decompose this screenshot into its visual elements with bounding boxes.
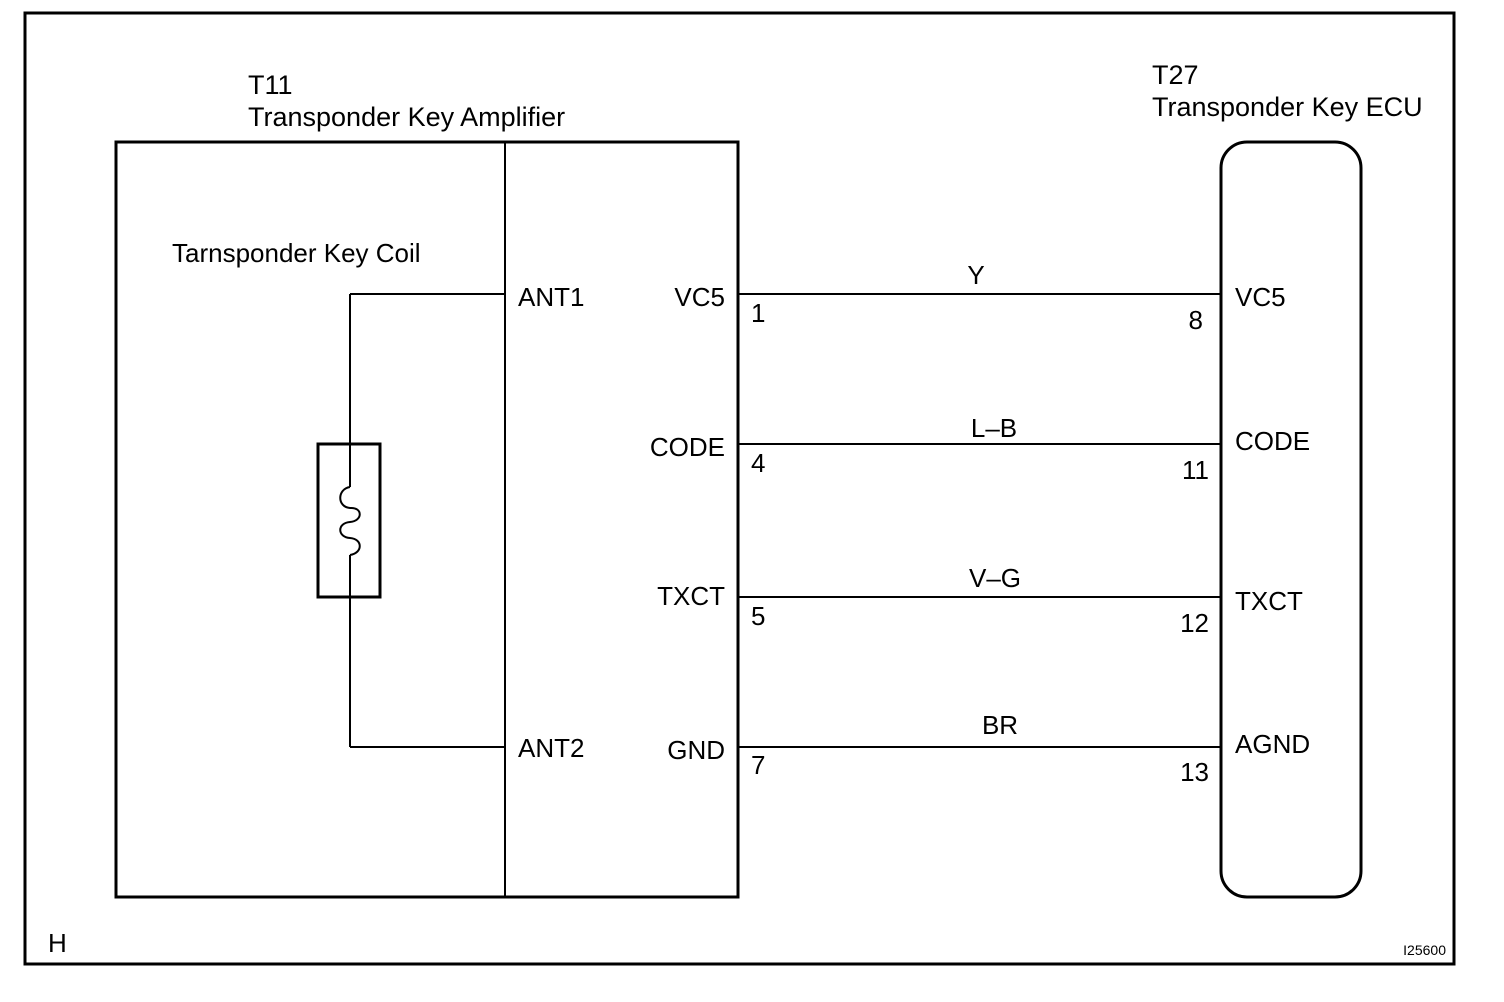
ecu-terminal-vc5: VC5 bbox=[1235, 282, 1286, 312]
page-marker: H bbox=[48, 928, 67, 958]
ecu-pin-11: 11 bbox=[1182, 455, 1209, 485]
amp-pin-1: 1 bbox=[751, 298, 765, 328]
ecu-pin-13: 13 bbox=[1180, 757, 1209, 787]
figure-id: I25600 bbox=[1403, 942, 1446, 958]
amp-pin-7: 7 bbox=[751, 750, 765, 780]
amp-terminal-gnd: GND bbox=[667, 735, 725, 765]
coil-winding-icon bbox=[339, 486, 361, 556]
ecu-pin-8: 8 bbox=[1189, 305, 1203, 335]
amp-terminal-vc5: VC5 bbox=[674, 282, 725, 312]
ecu-name: Transponder Key ECU bbox=[1152, 92, 1423, 122]
amplifier-box bbox=[114, 140, 740, 899]
amplifier-code: T11 bbox=[248, 70, 293, 100]
coil-label: Tarnsponder Key Coil bbox=[172, 238, 421, 268]
ecu-connector bbox=[1219, 140, 1363, 899]
amp-terminal-txct: TXCT bbox=[657, 581, 725, 611]
ecu-pin-12: 12 bbox=[1180, 608, 1209, 638]
wire-color-y: Y bbox=[967, 260, 984, 290]
wire-color-br: BR bbox=[982, 710, 1018, 740]
ant2-label: ANT2 bbox=[518, 733, 584, 763]
wire-color-vg: V–G bbox=[969, 563, 1021, 593]
ecu-terminal-agnd: AGND bbox=[1235, 729, 1310, 759]
ecu-code: T27 bbox=[1152, 60, 1199, 90]
amp-terminal-code: CODE bbox=[650, 432, 725, 462]
amp-pin-4: 4 bbox=[751, 448, 765, 478]
amplifier-name: Transponder Key Amplifier bbox=[248, 102, 565, 132]
ant1-label: ANT1 bbox=[518, 282, 584, 312]
wire-color-lb: L–B bbox=[971, 413, 1017, 443]
diagram-frame bbox=[23, 11, 1456, 966]
amp-pin-5: 5 bbox=[751, 601, 765, 631]
ecu-terminal-txct: TXCT bbox=[1235, 586, 1303, 616]
ecu-terminal-code: CODE bbox=[1235, 426, 1310, 456]
